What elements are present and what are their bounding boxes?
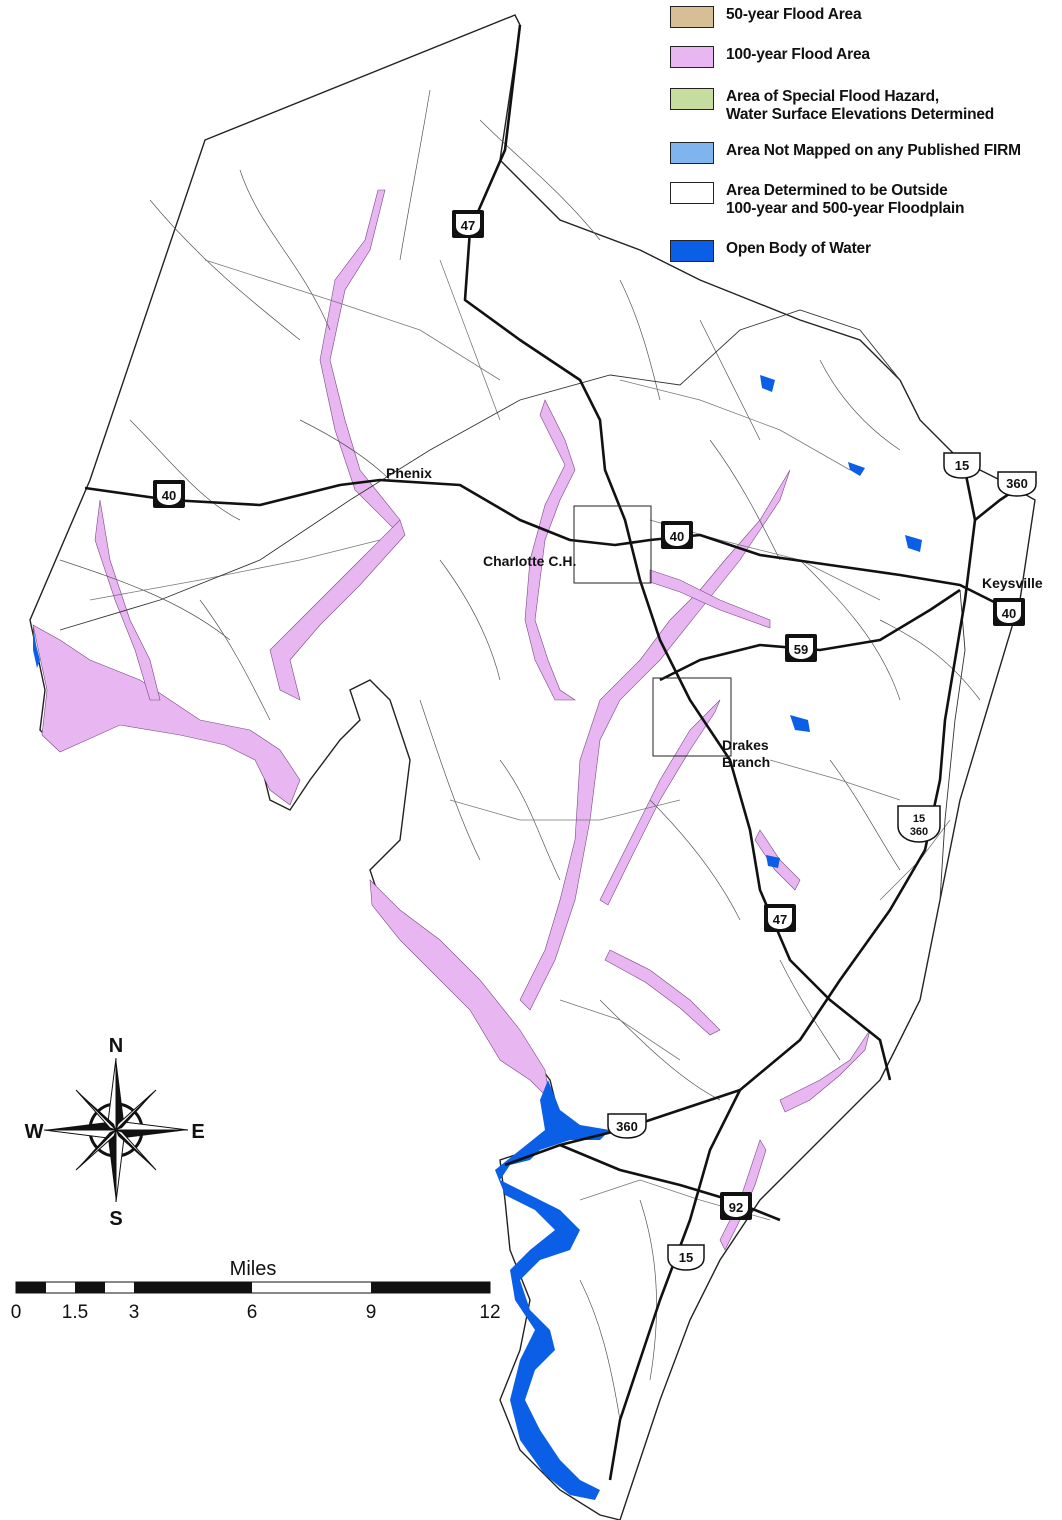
label-branch: Branch xyxy=(722,754,770,770)
flood-areas-100yr xyxy=(32,189,871,1251)
flood-creek-charlotte xyxy=(524,399,576,701)
shield-47-south: 47 xyxy=(764,904,796,932)
legend-item-open-water: Open Body of Water xyxy=(670,240,871,262)
route-15-360 xyxy=(504,469,977,1167)
legend-item-special-hazard: Area of Special Flood Hazard, Water Surf… xyxy=(670,88,994,124)
county-boundary xyxy=(29,14,1036,1520)
route-40 xyxy=(84,478,1011,612)
legend-swatch xyxy=(670,6,714,28)
lake-north xyxy=(760,375,775,392)
label-keysville: Keysville xyxy=(982,575,1043,591)
legend-item-100yr: 100-year Flood Area xyxy=(670,46,870,68)
label-drakes: Drakes xyxy=(722,737,769,753)
legend-item-outside-floodplain: Area Determined to be Outside 100-year a… xyxy=(670,182,964,218)
svg-text:40: 40 xyxy=(670,529,684,544)
svg-text:15: 15 xyxy=(679,1250,693,1265)
scale-tick-5: 12 xyxy=(479,1302,500,1323)
svg-text:360: 360 xyxy=(616,1119,638,1134)
legend-label: Area of Special Flood Hazard, Water Surf… xyxy=(726,88,995,123)
legend-swatch xyxy=(670,240,714,262)
route-15-south xyxy=(608,1089,742,1481)
compass-s: S xyxy=(109,1208,122,1230)
scale-tick-1: 1.5 xyxy=(62,1302,88,1323)
compass-star-icon xyxy=(43,1057,189,1203)
legend-label: Open Body of Water xyxy=(726,240,871,257)
shield-360-north: 360 xyxy=(997,471,1037,497)
svg-text:15: 15 xyxy=(955,458,969,473)
lake-east-3 xyxy=(790,715,810,732)
shield-360-south: 360 xyxy=(607,1113,647,1139)
scale-tick-2: 3 xyxy=(129,1302,140,1323)
legend-item-50yr: 50-year Flood Area xyxy=(670,6,862,28)
legend-label: 100-year Flood Area xyxy=(726,46,870,63)
streams xyxy=(59,89,981,1421)
compass-n: N xyxy=(109,1035,123,1057)
flood-creek-phenix xyxy=(269,519,406,701)
svg-text:92: 92 xyxy=(729,1200,743,1215)
scale-tick-0: 0 xyxy=(11,1302,22,1323)
shield-15-south: 15 xyxy=(667,1244,705,1271)
label-phenix: Phenix xyxy=(386,465,432,481)
legend-swatch xyxy=(670,88,714,110)
compass-e: E xyxy=(191,1121,204,1143)
svg-text:15: 15 xyxy=(913,813,925,825)
railroads xyxy=(59,309,966,901)
legend-swatch xyxy=(670,46,714,68)
shield-92: 92 xyxy=(720,1192,752,1220)
flood-creek-southcentral xyxy=(604,949,721,1036)
drakes-branch-box xyxy=(652,677,732,757)
svg-text:47: 47 xyxy=(461,218,475,233)
water-edge-west xyxy=(33,625,40,668)
shield-40-east: 40 xyxy=(993,598,1025,626)
charlotte-ch-box xyxy=(573,505,652,584)
legend-label: 50-year Flood Area xyxy=(726,6,862,23)
flood-creek-central xyxy=(519,469,791,1011)
svg-text:360: 360 xyxy=(910,826,928,838)
open-water xyxy=(33,375,922,1500)
legend-swatch xyxy=(670,142,714,164)
flood-roanoke-south xyxy=(369,879,551,1101)
lake-east-1 xyxy=(848,462,865,476)
legend-label: Area Not Mapped on any Published FIRM xyxy=(726,142,1021,159)
shield-15-north: 15 xyxy=(943,452,981,479)
scale-tick-3: 6 xyxy=(247,1302,258,1323)
shield-40-center: 40 xyxy=(661,521,693,549)
label-charlotte-ch: Charlotte C.H. xyxy=(483,553,576,569)
route-47 xyxy=(463,24,892,1081)
shield-15-360: 15 360 xyxy=(897,805,941,843)
lake-east-4 xyxy=(766,855,780,868)
scale-tick-4: 9 xyxy=(366,1302,377,1323)
legend-label: Area Determined to be Outside 100-year a… xyxy=(726,182,965,217)
flood-creek-southeast xyxy=(779,1029,871,1113)
route-59 xyxy=(659,588,961,682)
shield-40-west: 40 xyxy=(153,480,185,508)
flood-creek-west-trib xyxy=(94,499,161,701)
shield-59: 59 xyxy=(785,634,817,662)
svg-text:47: 47 xyxy=(773,912,787,927)
shield-47-north: 47 xyxy=(452,210,484,238)
svg-text:360: 360 xyxy=(1006,476,1028,491)
svg-text:40: 40 xyxy=(162,488,176,503)
scale-bar: Miles 0 1.5 3 6 9 12 xyxy=(11,1258,501,1323)
compass-rose: N S E W xyxy=(25,1035,205,1230)
svg-text:40: 40 xyxy=(1002,606,1016,621)
reservoir-south xyxy=(495,1080,610,1500)
lake-east-2 xyxy=(905,535,922,552)
legend-item-not-mapped: Area Not Mapped on any Published FIRM xyxy=(670,142,1021,164)
compass-w: W xyxy=(25,1121,44,1143)
flood-creek-east-trib xyxy=(649,569,771,629)
legend-swatch xyxy=(670,182,714,204)
town-boxes xyxy=(573,505,732,757)
svg-text:59: 59 xyxy=(794,642,808,657)
flood-river-west xyxy=(32,624,301,806)
scale-title: Miles xyxy=(230,1258,277,1280)
